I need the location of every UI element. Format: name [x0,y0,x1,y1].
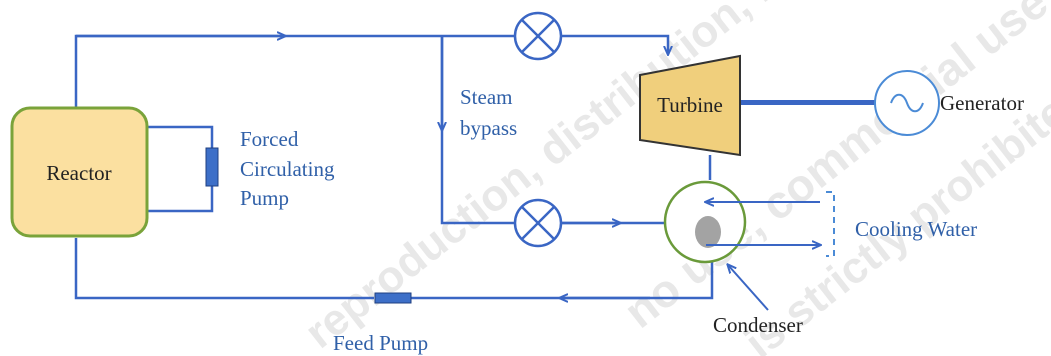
generator-icon [874,70,940,136]
turbine-feed-line [562,34,668,54]
forced-circ-loop [148,125,214,213]
condensate-line [375,262,714,300]
forced-pump-icon [205,147,219,187]
steam-bypass-label-2: bypass [460,116,517,140]
feed-line [74,238,374,300]
feed-pump-label: Feed Pump [333,331,428,355]
steam-bypass-label-1: Steam [460,85,513,109]
condenser-label: Condenser [713,313,803,337]
main-steam-line [74,34,515,109]
forced-pump-label-1: Forced [240,127,299,151]
turbine-shaft [741,100,875,105]
forced-pump-label-2: Circulating [240,157,335,181]
forced-pump-label-3: Pump [240,186,289,210]
generator-label: Generator [940,91,1024,115]
top-valve-icon [513,11,563,61]
reactor-label: Reactor [46,161,111,185]
turbine-label: Turbine [657,93,723,117]
pipes [74,34,714,300]
condenser-pointer [728,265,769,311]
feed-pump-icon [374,292,412,304]
condenser [663,180,747,264]
cooling-water-lines [706,191,835,257]
bypass-valve-icon [513,198,563,248]
reactor: Reactor [10,106,149,238]
cooling-water-label: Cooling Water [855,217,977,241]
turbine: Turbine [639,54,741,157]
cooling-bracket [826,191,835,257]
